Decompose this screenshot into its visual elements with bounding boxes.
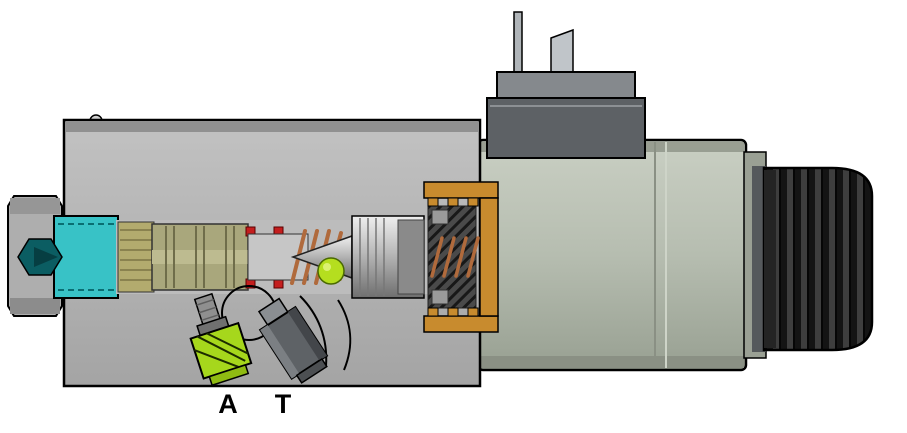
tube-tooth	[467, 197, 479, 207]
tube-tooth	[467, 307, 479, 317]
port-t-outline-1	[299, 295, 328, 367]
solenoid-coil	[476, 138, 748, 372]
stem-thread	[198, 306, 217, 314]
port-t-label: T	[275, 389, 292, 419]
port-a-hatch	[194, 349, 240, 369]
spring-coil	[430, 236, 444, 278]
port-t-facet-light	[260, 325, 300, 379]
port-a-tip	[208, 364, 250, 387]
tube-tooth	[427, 307, 439, 317]
plunger-cylinder	[351, 215, 425, 299]
bore-internals	[116, 181, 499, 333]
tube-tooth	[427, 197, 439, 207]
tube-arm-bottom	[423, 315, 499, 333]
port-t-facet-dark	[287, 307, 327, 361]
spring-coil	[466, 236, 480, 278]
thread-block	[117, 221, 155, 293]
port-a-fitting	[189, 292, 253, 387]
ball-green	[317, 257, 345, 285]
armature-tube	[423, 181, 499, 333]
armature-inset-bottom	[431, 289, 449, 305]
connector-blade-right	[550, 28, 574, 77]
body-top-strip	[66, 122, 478, 132]
spool	[151, 223, 249, 291]
connector-lower-section	[486, 97, 646, 159]
spring-coil	[442, 236, 456, 278]
spring-coil	[454, 236, 468, 278]
port-t-tip	[295, 357, 328, 384]
port-a-hatch	[206, 332, 249, 355]
port-t-outline-2	[337, 299, 352, 371]
port-a-hatch	[196, 335, 246, 362]
tube-end-bar	[479, 197, 499, 317]
teal-plug-body	[53, 215, 119, 299]
solenoid-housing	[476, 138, 748, 372]
stem-thread	[201, 314, 219, 322]
knob-left-cap	[764, 170, 776, 348]
tube-tooth	[447, 307, 459, 317]
knob-knurled-body	[762, 166, 874, 352]
socket-cone	[34, 247, 58, 267]
port-a-label: A	[218, 389, 238, 419]
spool-center-band	[152, 250, 248, 264]
plunger-cavity	[397, 219, 425, 295]
collar-washer	[752, 166, 766, 352]
ball	[317, 257, 345, 285]
tube-tooth	[447, 197, 459, 207]
armature-inset-top	[431, 209, 449, 225]
electrical-connector	[486, 11, 646, 159]
return-spring	[430, 236, 480, 278]
thread-section	[117, 221, 155, 293]
stem-thread	[196, 298, 214, 306]
connector-blade-left	[513, 11, 523, 77]
ball-highlight	[323, 263, 331, 271]
knob-collar	[743, 151, 767, 359]
manual-override-knob	[762, 166, 874, 352]
solenoid-bottom-band	[480, 356, 744, 368]
adjustment-plug	[7, 195, 119, 317]
hex-head-shade-bottom	[10, 298, 60, 314]
hex-head-shade-top	[10, 198, 60, 214]
port-t-fitting	[257, 297, 329, 384]
tube-arm-top	[423, 181, 499, 199]
